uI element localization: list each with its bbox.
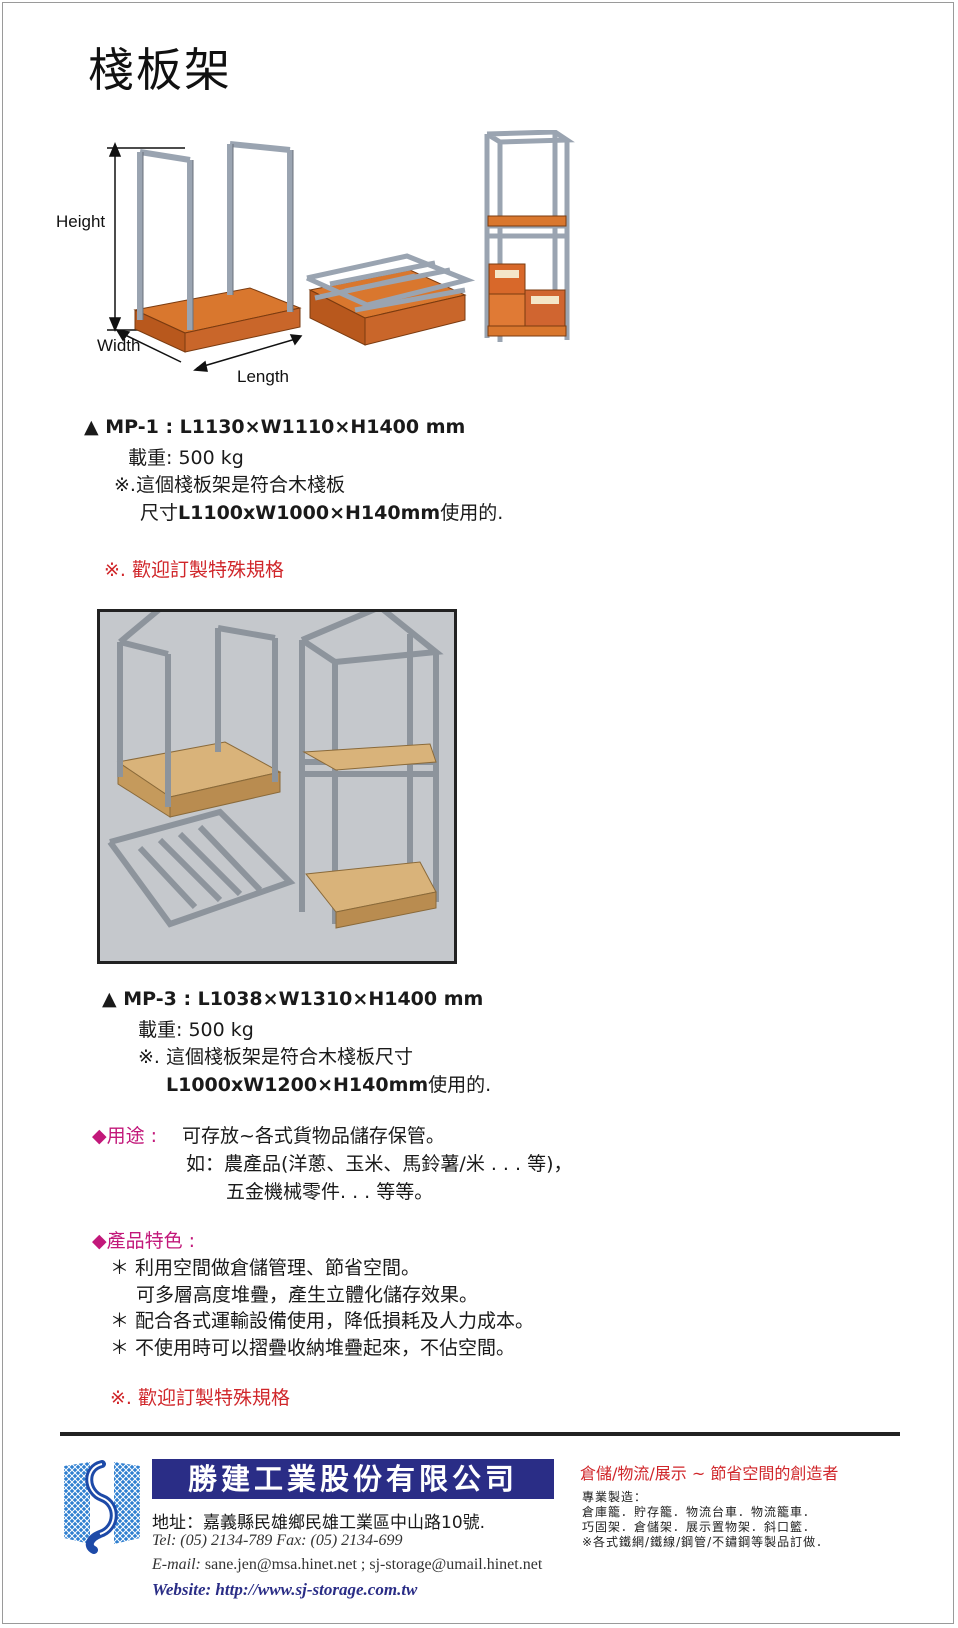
mp1-note-prefix: 尺寸 [140,502,179,524]
mp3-photo [97,599,457,964]
mp1-note-dimensions: L1100xW1000×H140mm [178,502,441,524]
company-logo-icon [64,1460,140,1554]
custom-spec-note-2: ※. 歡迎訂製特殊規格 [110,1387,290,1409]
mp3-load: 載重: 500 kg [138,1019,254,1041]
mp1-load: 載重: 500 kg [128,447,244,469]
feature-item-1: ＊ 利用空間做倉儲管理、節省空間。 [110,1257,421,1279]
email-label: E-mail: [152,1556,201,1573]
feature-item-3: ＊ 配合各式運輸設備使用，降低損耗及人力成本。 [110,1310,535,1332]
mp3-product-illustrations [107,599,444,929]
mp1-note-suffix: 使用的. [440,502,504,524]
mp1-product-illustrations [107,130,575,372]
products-line1: 倉庫籠．貯存籠．物流台車．物流籠車． [582,1505,817,1519]
feature-item-4: ＊ 不使用時可以摺疊收納堆疊起來，不佔空間。 [110,1337,516,1359]
email-address[interactable]: sane.jen@msa.hinet.net ; sj-storage@umai… [204,1556,543,1573]
length-label: Length [237,367,289,386]
usage-line2: 如：農產品(洋蔥、玉米、馬鈴薯/米 . . . 等)， [186,1153,573,1175]
company-tel-fax: Tel: (05) 2134-789 Fax: (05) 2134-699 [152,1532,403,1549]
feature-item-2: 可多層高度堆疊，產生立體化儲存效果。 [136,1284,479,1306]
mp3-note-suffix: 使用的. [428,1074,492,1096]
mp3-note-line2: L1000xW1200×H140mm使用的. [166,1070,491,1097]
height-label: Height [56,212,106,231]
mp1-note-line2: 尺寸L1100xW1000×H140mm使用的. [140,498,503,525]
products-title: 專業製造： [582,1490,648,1504]
page-title: 棧板架 [88,43,232,97]
company-website[interactable]: Website: http://www.sj-storage.com.tw [152,1580,418,1599]
usage-line1: 可存放~各式貨物品儲存保管。 [182,1125,445,1147]
usage-line3: 五金機械零件. . . 等等。 [226,1181,434,1203]
company-name: 勝建工業股份有限公司 [152,1459,554,1499]
mp3-note-line1: ※. 這個棧板架是符合木棧板尺寸 [138,1046,413,1068]
mp3-spec: ▲ MP-3 : L1038×W1310×H1400 mm [102,988,484,1010]
company-address: 地址：嘉義縣民雄鄉民雄工業區中山路10號. [152,1513,486,1533]
width-label: Width [97,336,141,355]
company-email: E-mail: sane.jen@msa.hinet.net ; sj-stor… [152,1556,542,1574]
company-slogan: 倉儲/物流/展示 ~ 節省空間的創造者 [580,1464,839,1483]
features-label: ◆產品特色 : [92,1230,196,1252]
footer-divider [60,1432,900,1436]
mp3-note-dimensions: L1000xW1200×H140mm [166,1074,429,1096]
mp1-spec: ▲ MP-1 : L1130×W1110×H1400 mm [84,416,466,438]
custom-spec-note-1: ※. 歡迎訂製特殊規格 [104,559,284,581]
usage-label: ◆用途 : [92,1125,158,1147]
products-line3: ※各式鐵網/鐵線/鋼管/不鏽鋼等製品訂做． [582,1535,830,1549]
products-line2: 巧固架．倉儲架．展示置物架．斜口籃． [582,1520,817,1534]
mp1-note-line1: ※.這個棧板架是符合木棧板 [114,474,345,496]
